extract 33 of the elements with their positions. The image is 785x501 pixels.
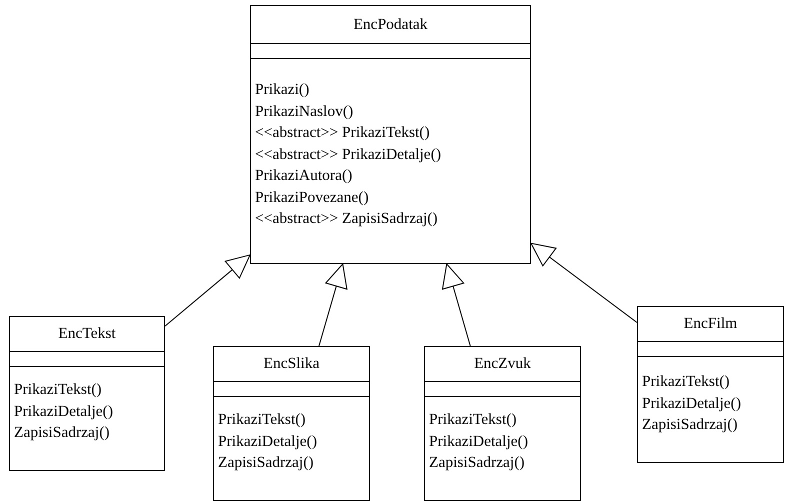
method-name: PrikaziDetalje(): [642, 394, 742, 414]
method-name: PrikaziDetalje(): [218, 432, 318, 452]
inheritance-arrow: [164, 254, 250, 327]
class-name: EncZvuk: [474, 355, 531, 373]
class-box: [9, 316, 165, 471]
method-name: PrikaziTekst(): [218, 410, 307, 430]
class-box: [213, 346, 370, 501]
method-name: PrikaziTekst(): [14, 380, 103, 400]
method-name: Prikazi(): [255, 80, 310, 100]
method-name: PrikaziNaslov(): [255, 102, 354, 122]
class-name: EncSlika: [264, 355, 320, 373]
class-name: EncTekst: [58, 325, 116, 343]
method-name: ZapisiSadrzaj(): [14, 423, 111, 443]
method-name: PrikaziTekst(): [642, 372, 731, 392]
class-name: EncFilm: [684, 315, 738, 333]
inheritance-arrow: [318, 264, 348, 346]
class-box: [250, 5, 531, 264]
method-name: ZapisiSadrzaj(): [642, 415, 739, 435]
method-name: PrikaziPovezane(): [255, 188, 370, 208]
method-name: ZapisiSadrzaj(): [429, 453, 526, 473]
method-name: PrikaziDetalje(): [14, 402, 114, 422]
class-box: [424, 346, 581, 501]
method-name: PrikaziDetalje(): [429, 432, 529, 452]
inheritance-arrow: [442, 264, 471, 346]
class-box: [637, 306, 784, 463]
method-name: ZapisiSadrzaj(): [218, 453, 315, 473]
class-name: EncPodatak: [353, 16, 428, 34]
method-name: <<abstract>> PrikaziTekst(): [255, 123, 431, 143]
method-name: PrikaziTekst(): [429, 410, 518, 430]
method-name: <<abstract>> ZapisiSadrzaj(): [255, 209, 439, 229]
inheritance-arrow: [530, 242, 638, 323]
method-name: PrikaziAutora(): [255, 166, 354, 186]
method-name: <<abstract>> PrikaziDetalje(): [255, 144, 442, 164]
